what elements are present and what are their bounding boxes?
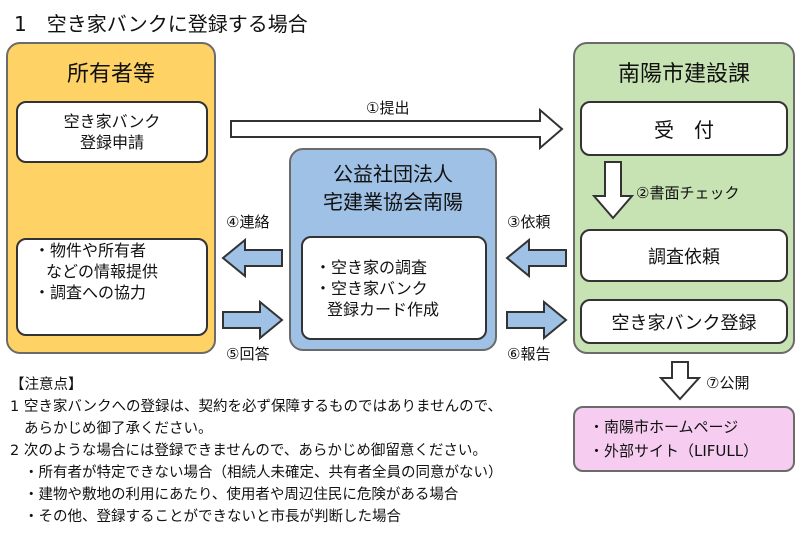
- step-publish-label: ⑦公開: [706, 374, 750, 392]
- reception-box: 受 付: [580, 101, 788, 156]
- publish-line-2: ・外部サイト（LIFULL）: [589, 442, 759, 460]
- contact-arrow: [221, 237, 283, 279]
- step-contact-label: ④連絡: [226, 213, 270, 231]
- publish-line-1: ・南陽市ホームページ: [589, 418, 739, 436]
- owner-lane-title: 所有者等: [66, 62, 155, 87]
- info-line-1: ・物件や所有者: [34, 241, 147, 260]
- application-line-1: 空き家バンク: [63, 112, 161, 131]
- survey-request-box: 調査依頼: [580, 229, 788, 282]
- city-lane-title: 南陽市建設課: [617, 62, 750, 87]
- request-arrow: [505, 237, 567, 279]
- survey-request-label: 調査依頼: [648, 246, 720, 268]
- step-request-label: ③依頼: [507, 213, 551, 231]
- note-2-bullet-2: ・建物や敷地の利用にあたり、使用者や周辺住民に危険がある場合: [24, 487, 459, 503]
- application-line-2: 登録申請: [79, 133, 144, 152]
- step-submit-label: ①提出: [366, 99, 410, 117]
- task-line-3: 登録カード作成: [327, 299, 440, 319]
- association-task-box: ・空き家の調査 ・空き家バンク 登録カード作成: [301, 236, 487, 340]
- step-answer-label: ⑤回答: [226, 345, 270, 363]
- reception-label: 受 付: [654, 118, 714, 142]
- note-2-bullet-3: ・その他、登録することができないと市長が判断した場合: [24, 509, 401, 525]
- publish-arrow: [658, 361, 702, 401]
- info-line-2: などの情報提供: [46, 262, 159, 281]
- note-1-line-2: あらかじめ御了承ください。: [24, 421, 213, 437]
- info-provision-box: ・物件や所有者 などの情報提供 ・調査への協力: [16, 238, 208, 336]
- task-line-1: ・空き家の調査: [315, 257, 428, 277]
- page-title: 1 空き家バンクに登録する場合: [14, 12, 308, 36]
- note-2-line-1: 2 次のような場合には登録できませんので、あらかじめ御留意ください。: [10, 443, 487, 459]
- association-title: 公益社団法人 宅建業協会南陽: [289, 160, 497, 216]
- report-arrow: [506, 299, 568, 341]
- step-report-label: ⑥報告: [507, 345, 551, 363]
- registration-box: 空き家バンク登録: [580, 299, 788, 344]
- note-2-bullet-1: ・所有者が特定できない場合（相続人未確定、共有者全員の同意がない）: [24, 465, 503, 481]
- answer-arrow: [222, 299, 284, 341]
- association-title-line-2: 宅建業協会南陽: [323, 190, 463, 214]
- publish-destinations-box: ・南陽市ホームページ ・外部サイト（LIFULL）: [573, 406, 795, 472]
- check-arrow: [591, 161, 635, 220]
- task-line-2: ・空き家バンク: [315, 278, 428, 298]
- application-box: 空き家バンク 登録申請: [16, 101, 208, 163]
- submit-arrow: [230, 107, 564, 151]
- info-line-3: ・調査への協力: [34, 283, 147, 302]
- association-title-line-1: 公益社団法人: [333, 162, 453, 186]
- registration-label: 空き家バンク登録: [611, 312, 757, 334]
- notes-section: 【注意点】 1 空き家バンクへの登録は、契約を必ず保障するものではありませんので…: [10, 374, 503, 528]
- note-1-line-1: 1 空き家バンクへの登録は、契約を必ず保障するものではありませんので、: [10, 399, 503, 415]
- notes-heading: 【注意点】: [10, 377, 83, 393]
- step-check-label: ②書面チェック: [636, 184, 740, 202]
